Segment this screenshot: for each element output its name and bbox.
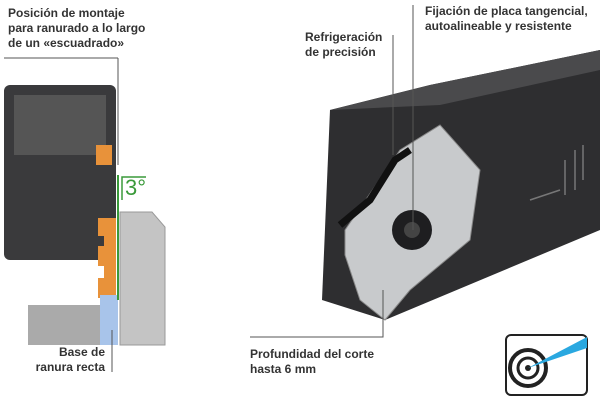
label-line: hasta 6 mm <box>250 362 317 376</box>
holder-top-face <box>330 50 600 110</box>
precision-coolant-target-icon <box>505 334 588 396</box>
label-cooling: Refrigeración de precisión <box>305 30 382 60</box>
label-mounting-position: Posición de montaje para ranurado a lo l… <box>8 6 145 51</box>
label-line: autoalineable y resistente <box>425 19 572 33</box>
angle-label: 3° <box>125 175 147 200</box>
label-depth: Profundidad del corte hasta 6 mm <box>250 347 374 377</box>
label-line: de precisión <box>305 45 376 59</box>
label-line: para ranurado a lo largo <box>8 21 146 35</box>
screw-torx <box>404 222 420 238</box>
label-clamping: Fijación de placa tangencial, autoalinea… <box>425 4 588 34</box>
label-line: Posición de montaje <box>8 6 125 20</box>
label-line: de un «escuadrado» <box>8 36 125 50</box>
leader-line-depth <box>250 290 384 338</box>
left-section-diagram <box>4 57 166 372</box>
right-tool-diagram <box>250 5 600 338</box>
workpiece-block <box>119 211 166 346</box>
orange-pad-top <box>96 145 112 165</box>
coolant-channel <box>337 147 412 228</box>
label-groove-base: Base de ranura recta <box>20 345 105 375</box>
label-line: Profundidad del corte <box>250 347 375 361</box>
label-line: Base de <box>58 345 105 359</box>
orange-insert <box>98 218 116 298</box>
label-line: Fijación de placa tangencial, <box>425 4 588 18</box>
groove-base-blue <box>100 295 118 345</box>
label-line: Refrigeración <box>305 30 383 44</box>
label-line: ranura recta <box>35 360 105 374</box>
holder-face <box>14 95 106 155</box>
angle-bracket <box>121 176 146 200</box>
engraving-marks <box>529 145 584 201</box>
